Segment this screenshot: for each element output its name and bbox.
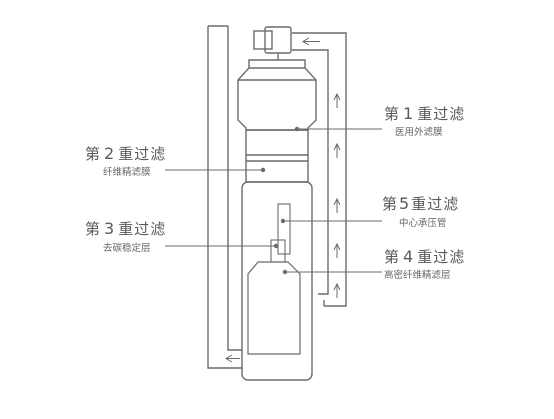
stage3-suffix: 重过滤 xyxy=(118,220,167,238)
stage1-prefix: 第 xyxy=(384,105,401,123)
filter-cap xyxy=(237,59,317,131)
right-inlet-pipe xyxy=(292,32,347,307)
stage5-suffix: 重过滤 xyxy=(411,195,460,213)
stage5-title: 第5重过滤 xyxy=(382,193,459,214)
leader-lines xyxy=(165,128,382,273)
stage2-subtitle: 纤维精滤膜 xyxy=(103,167,151,178)
stage3-subtitle: 去碳稳定层 xyxy=(103,243,151,254)
stage1-number: 1 xyxy=(403,104,415,123)
stage3-prefix: 第 xyxy=(85,220,102,238)
stage2-prefix: 第 xyxy=(85,145,102,163)
stage3-number: 3 xyxy=(104,219,116,238)
fiber-cartridge xyxy=(247,261,301,355)
left-return-pipe xyxy=(207,25,242,369)
stage4-prefix: 第 xyxy=(384,248,401,266)
stage2-suffix: 重过滤 xyxy=(118,145,167,163)
filter-upper-body xyxy=(245,129,309,183)
filter-housing xyxy=(241,181,313,381)
stage1-subtitle: 医用外滤膜 xyxy=(395,127,443,138)
flow-arrows xyxy=(225,37,341,363)
stage4-subtitle: 高密纤维精滤层 xyxy=(384,270,451,281)
stage5-number: 5 xyxy=(399,194,411,213)
center-tube xyxy=(277,203,291,255)
stage4-number: 4 xyxy=(403,247,415,266)
stage5-subtitle: 中心承压管 xyxy=(399,218,447,229)
stage4-suffix: 重过滤 xyxy=(417,248,466,266)
stage5-prefix: 第 xyxy=(382,195,399,213)
top-connector xyxy=(253,30,273,50)
stage1-suffix: 重过滤 xyxy=(417,105,466,123)
stage2-number: 2 xyxy=(104,144,116,163)
